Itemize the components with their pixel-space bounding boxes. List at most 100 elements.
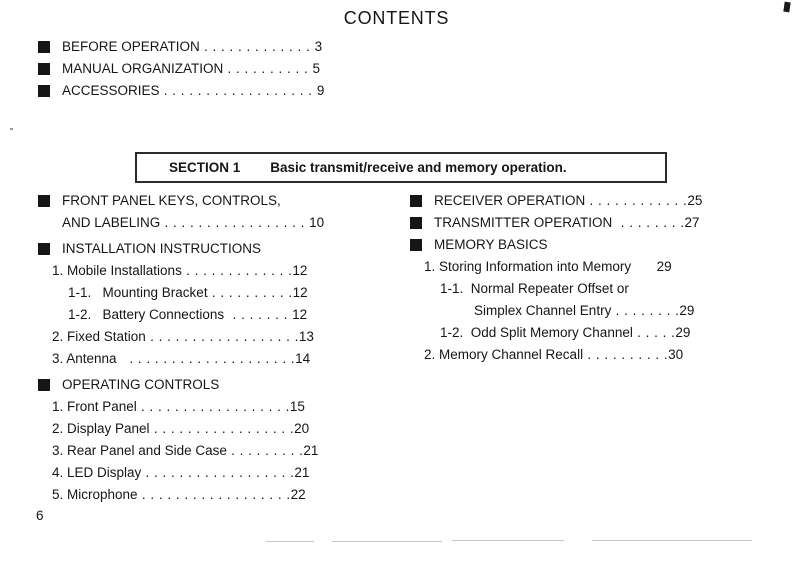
dot-leader: . . . . . . . . . . . . . . . . . . bbox=[137, 487, 291, 502]
scan-artifact bbox=[10, 128, 13, 130]
toc-entry-label: 5. Microphone bbox=[52, 487, 138, 502]
toc-entry: 1. Storing Information into Memory 29 bbox=[410, 256, 763, 278]
toc-entry-label: 2. Memory Channel Recall bbox=[424, 347, 584, 362]
dot-leader: . . . . . . . . . . . . bbox=[585, 193, 688, 208]
dot-leader: . . . . . . . . . . bbox=[207, 285, 293, 300]
toc-entry: OPERATING CONTROLS bbox=[38, 374, 410, 396]
toc-entry-page: 21 bbox=[303, 443, 319, 458]
dot-leader: . . . . . . . . . bbox=[226, 443, 304, 458]
scan-artifact bbox=[592, 540, 752, 541]
toc-entry: 1-1. Normal Repeater Offset or bbox=[410, 278, 763, 300]
toc-entry: INSTALLATION INSTRUCTIONS bbox=[38, 238, 410, 260]
toc-entry-page: 3 bbox=[314, 39, 323, 54]
square-bullet-icon bbox=[410, 217, 422, 229]
toc-entry: 1. Front Panel . . . . . . . . . . . . .… bbox=[38, 396, 410, 418]
toc-entry-label: 3. Antenna bbox=[52, 351, 117, 366]
toc-entry-page: 5 bbox=[312, 61, 321, 76]
toc-entry-label: 1-1. Normal Repeater Offset or bbox=[440, 281, 629, 296]
dot-leader: . . . . . . . . . . . . . . . . . . bbox=[145, 329, 299, 344]
toc-entry: 2. Memory Channel Recall . . . . . . . .… bbox=[410, 344, 763, 366]
toc-entry-label: 3. Rear Panel and Side Case bbox=[52, 443, 227, 458]
toc-entry: 1-1. Mounting Bracket . . . . . . . . . … bbox=[38, 282, 410, 304]
dot-leader: . . . . . . . . . . . . . . . . . . . . bbox=[116, 351, 296, 366]
toc-entry: FRONT PANEL KEYS, CONTROLS, bbox=[38, 190, 410, 212]
section-banner-title: Basic transmit/receive and memory operat… bbox=[270, 160, 567, 175]
toc-entry-page: 25 bbox=[687, 193, 703, 208]
toc-entry-page: 29 bbox=[679, 303, 695, 318]
dot-leader: . . . . . . . . . . . . . . . . . bbox=[149, 421, 295, 436]
toc-entry-label: 1-2. Odd Split Memory Channel bbox=[440, 325, 633, 340]
square-bullet-icon bbox=[410, 239, 422, 251]
toc-entry: MEMORY BASICS bbox=[410, 234, 763, 256]
square-bullet-icon bbox=[410, 195, 422, 207]
toc-entry-label: 2. Fixed Station bbox=[52, 329, 146, 344]
toc-entry-page: 29 bbox=[656, 259, 672, 274]
toc-entry-page: 30 bbox=[668, 347, 684, 362]
contents-columns: FRONT PANEL KEYS, CONTROLS, AND LABELING… bbox=[38, 190, 763, 506]
toc-entry-label: 1. Storing Information into Memory bbox=[424, 259, 632, 274]
toc-entry-label: INSTALLATION INSTRUCTIONS bbox=[62, 241, 262, 256]
dot-leader bbox=[631, 256, 657, 278]
toc-entry-label: MANUAL ORGANIZATION bbox=[62, 61, 224, 76]
toc-entry-page: 12 bbox=[292, 263, 308, 278]
toc-entry: 2. Fixed Station . . . . . . . . . . . .… bbox=[38, 326, 410, 348]
toc-entry: 3. Rear Panel and Side Case . . . . . . … bbox=[38, 440, 410, 462]
contents-right-column: RECEIVER OPERATION . . . . . . . . . . .… bbox=[410, 190, 763, 506]
toc-entry: MANUAL ORGANIZATION . . . . . . . . . . … bbox=[38, 58, 458, 80]
square-bullet-icon bbox=[38, 41, 50, 53]
toc-entry-label: 4. LED Display bbox=[52, 465, 142, 480]
square-bullet-icon bbox=[38, 195, 50, 207]
toc-entry: BEFORE OPERATION . . . . . . . . . . . .… bbox=[38, 36, 458, 58]
dot-leader: . . . . . . . . . . . . . . . . . bbox=[160, 215, 310, 230]
toc-entry: TRANSMITTER OPERATION . . . . . . . . 27 bbox=[410, 212, 763, 234]
toc-entry-label: BEFORE OPERATION bbox=[62, 39, 200, 54]
toc-entry: 2. Display Panel . . . . . . . . . . . .… bbox=[38, 418, 410, 440]
toc-entry: AND LABELING . . . . . . . . . . . . . .… bbox=[38, 212, 410, 234]
toc-entry-label: 1-2. Battery Connections bbox=[68, 307, 225, 322]
scan-artifact bbox=[452, 540, 564, 541]
toc-entry-page: 20 bbox=[294, 421, 310, 436]
page-number: 6 bbox=[36, 508, 44, 523]
toc-entry-label: 1. Mobile Installations bbox=[52, 263, 182, 278]
toc-entry: 3. Antenna . . . . . . . . . . . . . . .… bbox=[38, 348, 410, 370]
toc-entry-label: RECEIVER OPERATION bbox=[434, 193, 586, 208]
dot-leader: . . . . . . . . . . . . . bbox=[181, 263, 293, 278]
dot-leader: . . . . . . . . . . bbox=[223, 61, 313, 76]
top-contents-list: BEFORE OPERATION . . . . . . . . . . . .… bbox=[38, 36, 458, 102]
toc-entry-label: 1-1. Mounting Bracket bbox=[68, 285, 208, 300]
section-banner-label: SECTION 1 bbox=[169, 160, 241, 175]
square-bullet-icon bbox=[38, 85, 50, 97]
contents-left-column: FRONT PANEL KEYS, CONTROLS, AND LABELING… bbox=[38, 190, 410, 506]
dot-leader: . . . . . . . . . . . . . . . . . . bbox=[141, 465, 295, 480]
toc-entry-label: AND LABELING bbox=[62, 215, 161, 230]
toc-entry: 4. LED Display . . . . . . . . . . . . .… bbox=[38, 462, 410, 484]
toc-entry-page: 9 bbox=[316, 83, 325, 98]
square-bullet-icon bbox=[38, 379, 50, 391]
toc-entry-label: 2. Display Panel bbox=[52, 421, 150, 436]
square-bullet-icon bbox=[38, 63, 50, 75]
toc-entry-label: OPERATING CONTROLS bbox=[62, 377, 220, 392]
toc-entry-page: 27 bbox=[684, 215, 700, 230]
toc-entry-page: 22 bbox=[290, 487, 306, 502]
toc-entry-page: 15 bbox=[289, 399, 305, 414]
toc-entry-page: 21 bbox=[294, 465, 310, 480]
toc-entry-label: TRANSMITTER OPERATION bbox=[434, 215, 613, 230]
section-banner: SECTION 1 Basic transmit/receive and mem… bbox=[135, 152, 667, 183]
dot-leader: . . . . . . . bbox=[224, 307, 293, 322]
dot-leader: . . . . . . . . . . . . . . . . . . bbox=[136, 399, 290, 414]
dot-leader: . . . . . . . . . . . . . bbox=[199, 39, 315, 54]
dot-leader: . . . . . . . . bbox=[611, 303, 680, 318]
toc-entry-page: 12 bbox=[292, 285, 308, 300]
toc-entry: Simplex Channel Entry . . . . . . . . 29 bbox=[410, 300, 763, 322]
toc-entry: 1-2. Odd Split Memory Channel . . . . . … bbox=[410, 322, 763, 344]
toc-entry-page: 10 bbox=[309, 215, 325, 230]
toc-entry: 1-2. Battery Connections . . . . . . . 1… bbox=[38, 304, 410, 326]
toc-entry-label: MEMORY BASICS bbox=[434, 237, 548, 252]
scan-artifact bbox=[266, 541, 314, 542]
toc-entry-label: FRONT PANEL KEYS, CONTROLS, bbox=[62, 193, 281, 208]
toc-entry: 5. Microphone . . . . . . . . . . . . . … bbox=[38, 484, 410, 506]
dot-leader: . . . . . bbox=[632, 325, 676, 340]
toc-entry-label: ACCESSORIES bbox=[62, 83, 160, 98]
toc-entry-page: 12 bbox=[292, 307, 308, 322]
dot-leader: . . . . . . . . . . . . . . . . . . bbox=[159, 83, 317, 98]
